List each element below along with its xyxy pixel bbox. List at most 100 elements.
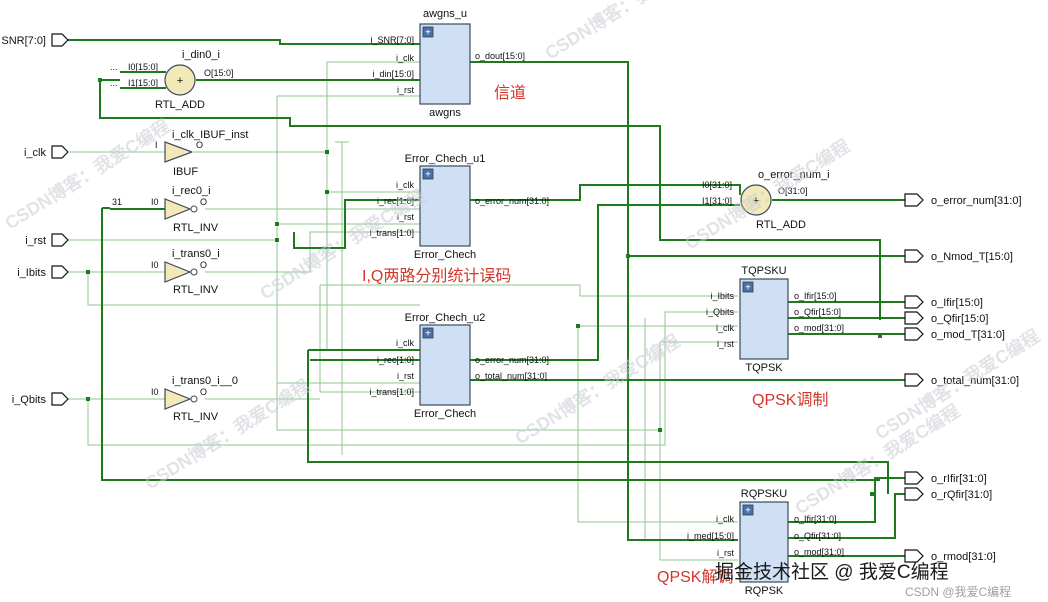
port-qbits[interactable]: i_Qbits (12, 392, 69, 406)
inv-trans0-bubble (190, 268, 198, 276)
block-err2-in-2: i_rst (397, 371, 415, 381)
port-out-qfir[interactable]: o_Qfir[15:0] (904, 311, 988, 325)
block-err1-out-0: o_error_num[31:0] (475, 196, 549, 206)
port-clk[interactable]: i_clk (24, 145, 69, 159)
port-ibits[interactable]: i_Ibits (17, 265, 69, 279)
port-out-error-num-label: o_error_num[31:0] (931, 195, 1022, 207)
adder-din-out: O[15:0] (204, 68, 234, 78)
adder-din[interactable]: i_din0_i I0[15:0] I1[15:0] ... ... + O[1… (110, 49, 234, 111)
inv-rec0[interactable]: i_rec0_i 31 I0 O RTL_INV (110, 185, 219, 234)
block-rqpsk-in-1: i_med[15:0] (687, 531, 734, 541)
block-tqpsk[interactable]: TQPSKU + i_Ibits i_Qbits i_clk i_rst o_I… (706, 265, 844, 374)
adder-err-out: O[31:0] (778, 186, 808, 196)
ibuf-module: IBUF (173, 166, 198, 178)
inv-rec0-out-label: O (200, 197, 207, 207)
adder-din-module: RTL_ADD (155, 99, 205, 111)
block-awgns-expand-icon[interactable] (422, 26, 434, 38)
port-out-nmod-t-label: o_Nmod_T[15:0] (931, 251, 1013, 263)
block-error-chech-u1[interactable]: Error_Chech_u1 + i_clk i_rec[1:0] i_rst … (369, 153, 549, 261)
thin-wires (68, 61, 738, 561)
port-out-rmod-label: o_rmod[31:0] (931, 551, 996, 563)
port-out-error-num[interactable]: o_error_num[31:0] (904, 193, 1022, 207)
annotation-channel: 信道 (494, 84, 526, 102)
block-rqpsk-out-0: o_Ifir[31:0] (794, 514, 837, 524)
inv-rec0-module: RTL_INV (173, 222, 219, 234)
ibuf-in-label: I (155, 140, 158, 150)
junction-dots (86, 78, 882, 496)
block-tqpsk-plus: + (745, 283, 751, 294)
port-out-mod-t-label: o_mod_T[31:0] (931, 329, 1005, 341)
block-awgns-plus: + (425, 28, 431, 39)
adder-error-num[interactable]: o_error_num_i I0[31:0] I1[31:0] + O[31:0… (702, 169, 830, 231)
block-error-chech-u2[interactable]: Error_Chech_u2 + i_clk i_rec[1:0] i_rst … (369, 312, 549, 420)
block-err1-plus: + (425, 170, 431, 181)
adder-err-in0: I0[31:0] (702, 180, 732, 190)
port-snr[interactable]: SNR[7:0] (1, 33, 69, 47)
port-out-total-num[interactable]: o_total_num[31:0] (904, 373, 1019, 387)
block-awgns-in-2: i_din[15:0] (372, 69, 414, 79)
block-awgns[interactable]: awgns_u + i_SNR[7:0] i_clk i_din[15:0] i… (370, 8, 525, 119)
block-tqpsk-instance: TQPSKU (741, 265, 786, 277)
port-out-rmod[interactable]: o_rmod[31:0] (904, 549, 996, 563)
inv-rec0-in-label: I0 (151, 197, 159, 207)
port-out-total-num-label: o_total_num[31:0] (931, 375, 1019, 387)
port-out-nmod-t[interactable]: o_Nmod_T[15:0] (904, 249, 1013, 263)
port-rst-label: i_rst (25, 235, 46, 247)
input-ports: SNR[7:0] i_clk i_rst i_Ibits i_Qbits (1, 33, 69, 406)
block-rqpsk-out-1: o_Qfir[31:0] (794, 531, 841, 541)
port-clk-label: i_clk (24, 147, 47, 159)
port-out-ifir-label: o_Ifir[15:0] (931, 297, 983, 309)
adder-din-plus-icon: + (177, 75, 183, 87)
block-tqpsk-in-1: i_Qbits (706, 307, 735, 317)
thick-wires (68, 39, 905, 557)
adder-err-body (740, 184, 772, 216)
block-rqpsk-plus: + (745, 506, 751, 517)
inv-trans0-0-instance: i_trans0_i__0 (172, 375, 238, 387)
footer-watermark: 掘金技术社区 @ 我爱C编程 CSDN @我爱C编程 (715, 561, 1011, 599)
inv-trans0[interactable]: i_trans0_i I0 O RTL_INV (151, 248, 220, 296)
block-tqpsk-in-2: i_clk (716, 323, 735, 333)
inv-trans0-body (164, 261, 192, 283)
block-err1-expand-icon[interactable] (422, 168, 434, 180)
inv-rec0-const: 31 (112, 197, 122, 207)
adder-err-plus-icon: + (753, 195, 759, 207)
inv-trans0-out-label: O (200, 260, 207, 270)
block-err2-plus: + (425, 329, 431, 340)
inv-trans0-0-module: RTL_INV (173, 411, 219, 423)
port-out-ifir[interactable]: o_Ifir[15:0] (904, 295, 983, 309)
inv-trans0-in-label: I0 (151, 260, 159, 270)
ibuf-clk[interactable]: i_clk_IBUF_inst I O IBUF (68, 129, 248, 178)
inv-trans0-0[interactable]: i_trans0_i__0 I0 O RTL_INV (151, 375, 238, 423)
inv-rec0-body (164, 198, 192, 220)
block-awgns-out-0: o_dout[15:0] (475, 51, 525, 61)
adder-din-in0: I0[15:0] (128, 62, 158, 72)
block-err2-instance: Error_Chech_u2 (405, 312, 486, 324)
inv-trans0-0-in-label: I0 (151, 387, 159, 397)
port-out-rifir[interactable]: o_rIfir[31:0] (904, 471, 987, 485)
block-tqpsk-expand-icon[interactable] (742, 281, 754, 293)
watermark-3: CSDN博客：我爱C编程 (541, 0, 713, 63)
block-err1-instance: Error_Chech_u1 (405, 153, 486, 165)
port-rst[interactable]: i_rst (25, 233, 69, 247)
block-err2-in-0: i_clk (396, 338, 415, 348)
ibuf-body (164, 141, 194, 163)
block-rqpsk-in-0: i_clk (716, 514, 735, 524)
block-awgns-in-1: i_clk (396, 53, 415, 63)
block-rqpsk[interactable]: RQPSKU + i_clk i_med[15:0] i_rst o_Ifir[… (687, 488, 844, 597)
port-out-rqfir[interactable]: o_rQfir[31:0] (904, 487, 992, 501)
adder-din-in1: I1[15:0] (128, 78, 158, 88)
watermark-6: CSDN博客：我爱C编程 (681, 135, 853, 254)
block-rqpsk-instance: RQPSKU (741, 488, 788, 500)
block-err2-out-1: o_total_num[31:0] (475, 371, 547, 381)
block-err2-expand-icon[interactable] (422, 327, 434, 339)
block-rqpsk-expand-icon[interactable] (742, 504, 754, 516)
block-err2-module: Error_Chech (414, 408, 476, 420)
port-out-rqfir-label: o_rQfir[31:0] (931, 489, 992, 501)
block-tqpsk-module: TQPSK (745, 362, 783, 374)
port-out-mod-t[interactable]: o_mod_T[31:0] (904, 327, 1005, 341)
annotations: 信道 I,Q两路分别统计误码 QPSK调制 QPSK解调 (362, 84, 828, 586)
ibuf-out-label: O (196, 140, 203, 150)
inv-trans0-0-body (164, 388, 192, 410)
port-out-rifir-label: o_rIfir[31:0] (931, 473, 987, 485)
